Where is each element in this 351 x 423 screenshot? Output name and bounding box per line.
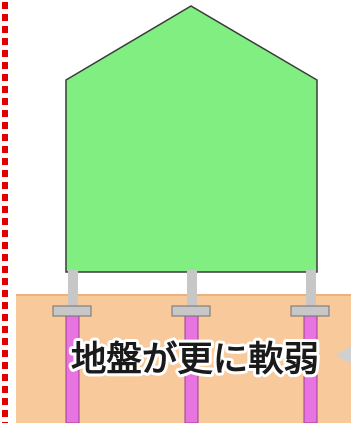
footing-column-center <box>187 270 197 308</box>
pile-foundation-right <box>290 270 330 423</box>
footing-outline-left <box>52 305 92 317</box>
footing-column-left <box>68 270 78 308</box>
pile-right <box>304 316 317 423</box>
house <box>66 6 317 272</box>
pile-left <box>66 316 79 423</box>
pile-center <box>185 316 198 423</box>
footing-base-left <box>53 306 91 316</box>
arrow-hint-icon <box>336 346 351 364</box>
footing-outline-right <box>290 305 330 317</box>
footing-outline-center <box>171 305 211 317</box>
pile-foundation-left <box>52 270 92 423</box>
footing-column-right <box>306 270 316 308</box>
pile-foundation-center <box>171 270 211 423</box>
footing-base-right <box>291 306 329 316</box>
footing-base-center <box>172 306 210 316</box>
caption-soft-ground: 地盤が更に軟弱 <box>71 340 319 380</box>
house-outline <box>65 5 318 273</box>
